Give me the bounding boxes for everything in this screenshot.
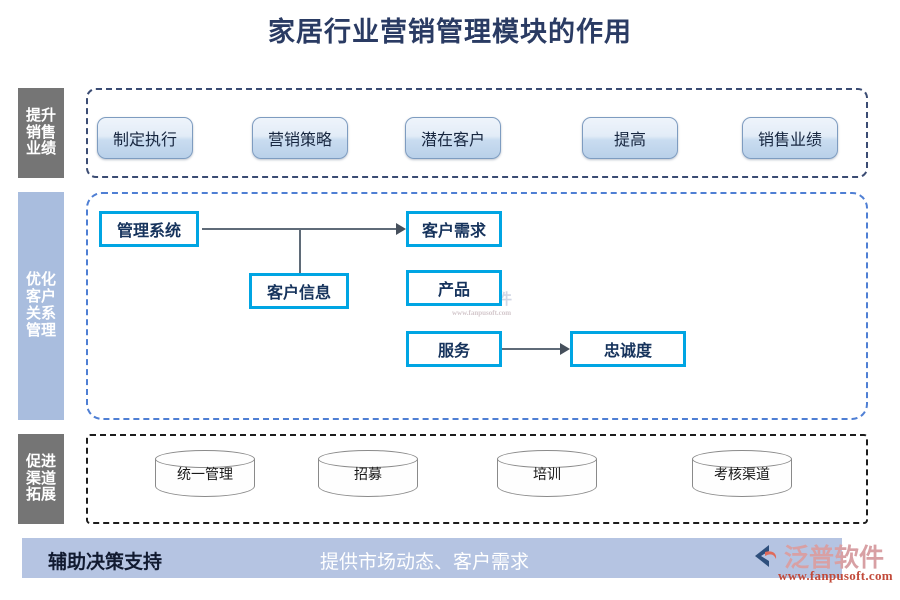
- section-container-optimize-crm: [86, 192, 868, 420]
- fanpu-logo-icon: [755, 545, 777, 567]
- pill-yingxiao-celue[interactable]: 营销策略: [252, 117, 348, 159]
- cylinder-top: [692, 450, 792, 468]
- section-container-promote-channel: [86, 434, 868, 524]
- cylinder-label: 培训: [533, 466, 561, 482]
- box-loyalty[interactable]: 忠诚度: [570, 331, 686, 367]
- section-label-promote-channel: 促进 渠道 拓展: [18, 434, 64, 524]
- footer-bar: [22, 538, 842, 578]
- cylinder-top: [318, 450, 418, 468]
- connector-line-c: [499, 348, 563, 350]
- logo-name: 泛普软件: [784, 545, 885, 572]
- cylinder-label: 招募: [354, 466, 382, 482]
- box-customer-info[interactable]: 客户信息: [249, 273, 349, 309]
- cylinder-recruit[interactable]: 招募: [318, 450, 418, 506]
- section-label-boost-sales: 提升 销售 业绩: [18, 88, 64, 178]
- box-customer-demand[interactable]: 客户需求: [406, 211, 502, 247]
- box-service[interactable]: 服务: [406, 331, 502, 367]
- cylinder-unified-management[interactable]: 统一管理: [155, 450, 255, 506]
- logo-url: www.fanpusoft.com: [778, 568, 893, 583]
- connector-line-b: [299, 228, 301, 275]
- footer-left-text: 辅助决策支持: [48, 552, 163, 573]
- page-title: 家居行业营销管理模块的作用: [268, 17, 632, 47]
- box-management-system[interactable]: 管理系统: [99, 211, 199, 247]
- pill-qianzai-kehu[interactable]: 潜在客户: [405, 117, 501, 159]
- cylinder-top: [497, 450, 597, 468]
- arrow-to-customer-demand: [396, 223, 406, 235]
- pill-zhiding-zhixing[interactable]: 制定执行: [97, 117, 193, 159]
- arrow-to-loyalty: [560, 343, 570, 355]
- section-label-optimize-crm: 优化 客户 关系 管理: [18, 192, 64, 420]
- section-container-boost-sales: [86, 88, 868, 178]
- pill-tigao[interactable]: 提高: [582, 117, 678, 159]
- cylinder-assessment-channel[interactable]: 考核渠道: [692, 450, 792, 506]
- cylinder-label: 统一管理: [177, 466, 233, 482]
- watermark-url: www.fanpusoft.com: [452, 309, 512, 317]
- connector-line-a: [202, 228, 401, 230]
- cylinder-label: 考核渠道: [714, 466, 770, 482]
- cylinder-training[interactable]: 培训: [497, 450, 597, 506]
- box-product[interactable]: 产品: [406, 270, 502, 306]
- cylinder-top: [155, 450, 255, 468]
- footer-right-text: 提供市场动态、客户需求: [320, 552, 530, 573]
- brand-logo: 泛普软件 www.fanpusoft.com: [752, 538, 893, 586]
- pill-xiaoshou-yeji[interactable]: 销售业绩: [742, 117, 838, 159]
